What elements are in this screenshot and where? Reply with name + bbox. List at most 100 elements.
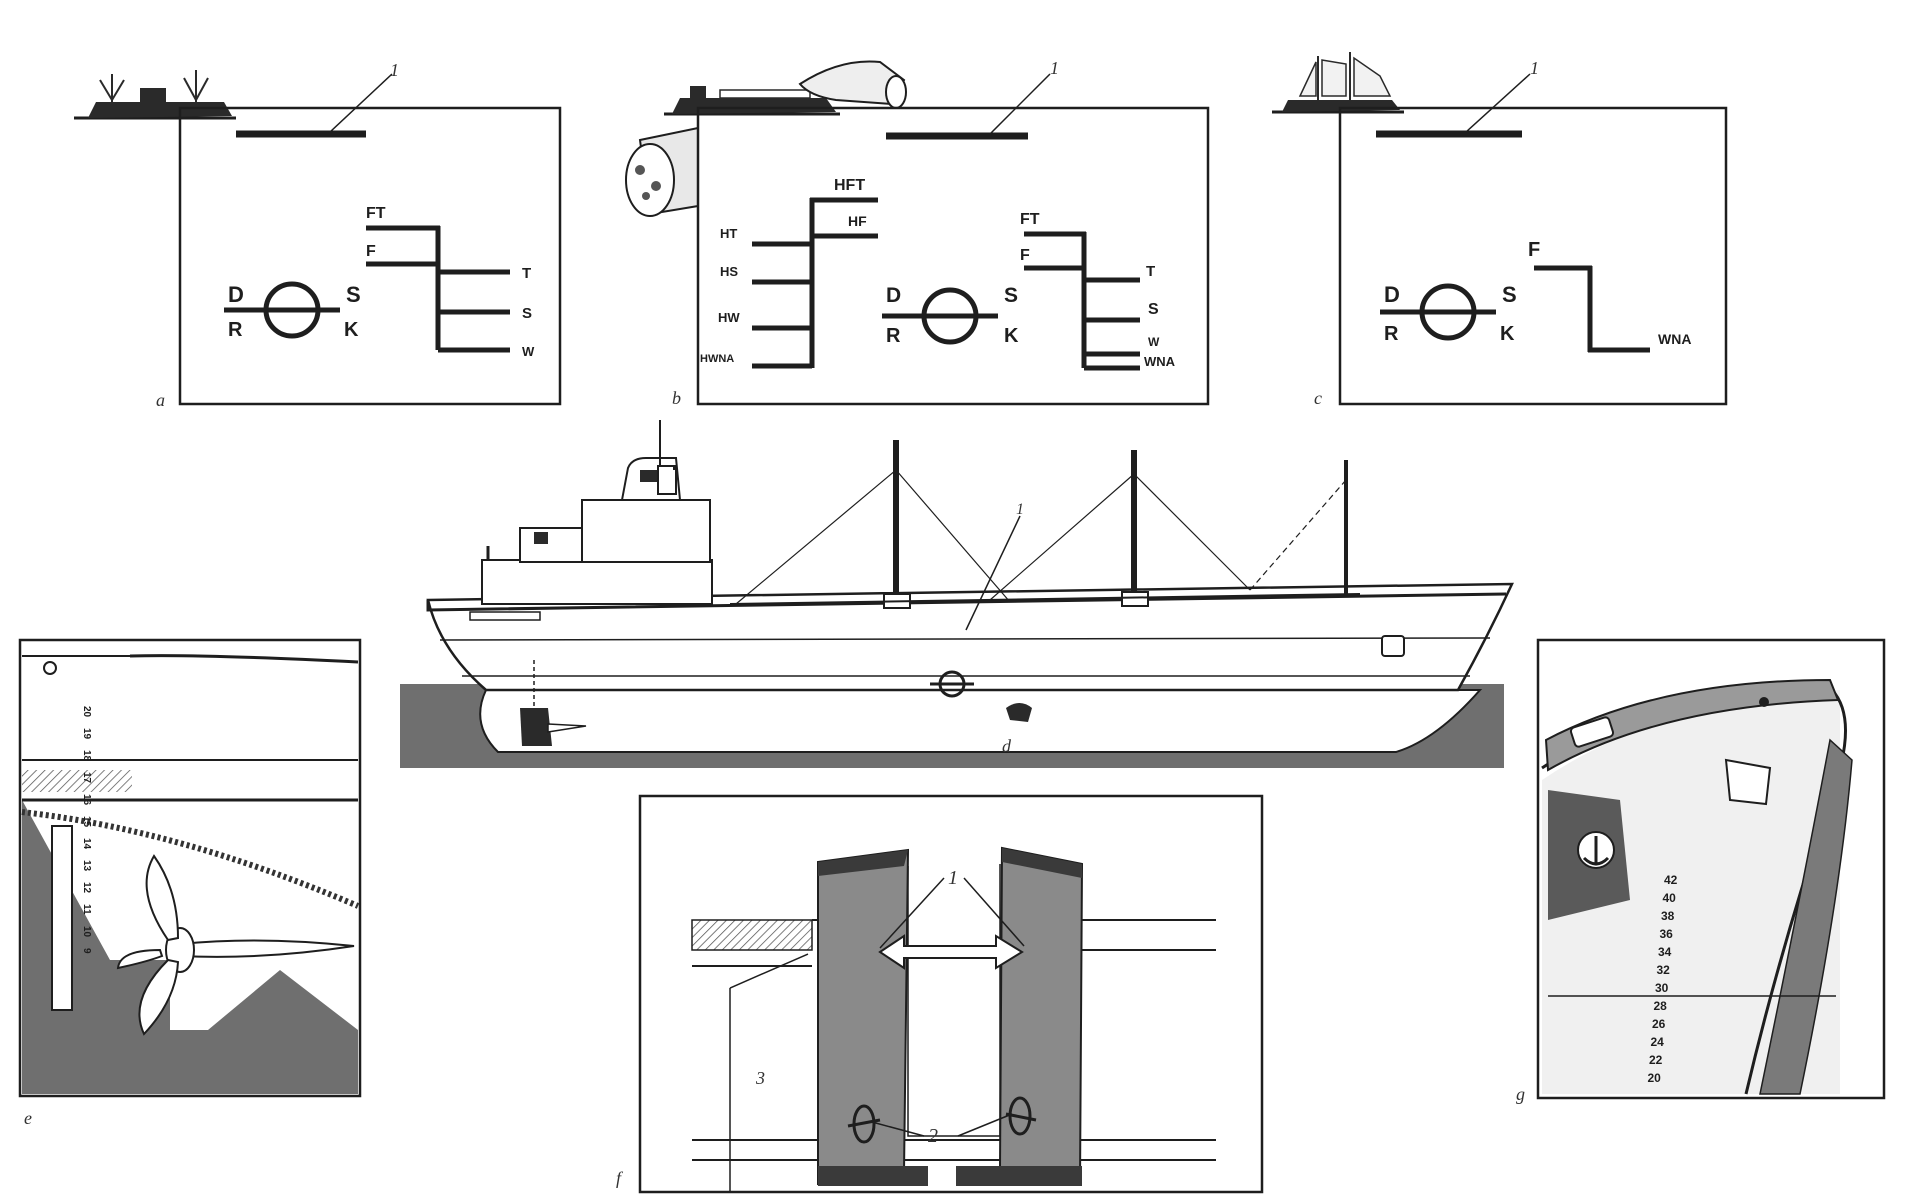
draft-mark: 10 bbox=[81, 926, 92, 938]
plimsoll-label-k: K bbox=[1004, 325, 1019, 347]
draft-mark: 13 bbox=[81, 860, 92, 872]
draft-mark: 28 bbox=[1654, 999, 1668, 1013]
line-label-f: F bbox=[1528, 239, 1540, 261]
draft-mark: 9 bbox=[81, 948, 92, 954]
panel-a-caption: a bbox=[156, 390, 165, 410]
panel-d-caption: d bbox=[1002, 736, 1012, 756]
draft-mark: 34 bbox=[1658, 945, 1672, 959]
draft-mark: 14 bbox=[81, 838, 92, 850]
bulkhead-left bbox=[817, 848, 910, 1186]
hull-plimsoll-mark bbox=[930, 670, 974, 698]
callout-3: 3 bbox=[755, 1068, 765, 1088]
line-label-s: S bbox=[1148, 301, 1159, 318]
draft-mark: 30 bbox=[1655, 981, 1669, 995]
line-label-wna: WNA bbox=[1144, 354, 1176, 369]
callout-1: 1 bbox=[1530, 58, 1539, 78]
panel-c: 1 D R S K F WNA c bbox=[1272, 52, 1728, 408]
hull bbox=[426, 582, 1514, 692]
draft-mark: 36 bbox=[1660, 927, 1674, 941]
line-label-f: F bbox=[1020, 247, 1030, 264]
panel-g: 42 40 38 36 34 32 30 28 26 24 22 20 g bbox=[1516, 638, 1886, 1104]
anchor-shadow bbox=[1006, 703, 1032, 722]
line-label-hf: HF bbox=[848, 213, 867, 229]
line-label-ft: FT bbox=[366, 205, 386, 222]
double-arrow-icon bbox=[878, 934, 1024, 970]
draft-mark: 22 bbox=[1649, 1053, 1663, 1067]
plimsoll-mark: D R S K bbox=[882, 284, 1019, 347]
draft-mark: 17 bbox=[81, 772, 92, 784]
callout-1: 1 bbox=[1050, 58, 1059, 78]
panel-c-caption: c bbox=[1314, 388, 1322, 408]
panel-a-frame bbox=[178, 106, 562, 406]
line-label-ft: FT bbox=[1020, 211, 1040, 228]
draft-mark: 38 bbox=[1661, 909, 1675, 923]
bulkhead-plimsoll-left bbox=[847, 1104, 881, 1144]
line-label-hw: HW bbox=[718, 310, 740, 325]
panel-f: 1 2 3 f bbox=[616, 794, 1264, 1194]
panel-g-frame bbox=[1536, 638, 1886, 1100]
draft-mark: 18 bbox=[81, 750, 92, 762]
inland-load-ladder bbox=[752, 197, 878, 369]
line-label-hft: HFT bbox=[834, 177, 865, 194]
draft-mark: 24 bbox=[1651, 1035, 1665, 1049]
line-label-s: S bbox=[522, 305, 532, 322]
plimsoll-label-d: D bbox=[1384, 282, 1400, 307]
callout-1: 1 bbox=[948, 867, 958, 889]
hawse-pipe-icon bbox=[1381, 635, 1405, 657]
rudder bbox=[520, 708, 552, 746]
callout-1: 1 bbox=[390, 60, 399, 80]
panel-f-frame bbox=[638, 794, 1264, 1194]
anchor-icon bbox=[1577, 831, 1615, 869]
panel-e-caption: e bbox=[24, 1108, 32, 1128]
panel-e-frame bbox=[18, 638, 362, 1098]
panel-b: 1 HFT HF HT HS HW HWNA D R S K bbox=[625, 58, 1210, 408]
plimsoll-label-s: S bbox=[1502, 282, 1517, 307]
panel-b-frame bbox=[696, 106, 1210, 406]
plimsoll-label-s: S bbox=[1004, 284, 1018, 307]
panel-f-caption: f bbox=[616, 1168, 624, 1188]
load-line-ladder bbox=[366, 225, 510, 353]
propeller-icon bbox=[116, 854, 355, 1036]
bulkhead-right bbox=[998, 846, 1084, 1186]
draft-mark: 19 bbox=[81, 728, 92, 740]
plimsoll-label-r: R bbox=[886, 325, 901, 347]
line-label-hs: HS bbox=[720, 264, 738, 279]
plimsoll-label-r: R bbox=[1384, 323, 1399, 345]
callout-2: 2 bbox=[928, 1125, 938, 1147]
hull-underwater bbox=[479, 689, 1483, 753]
draft-mark: 32 bbox=[1657, 963, 1671, 977]
draft-mark: 20 bbox=[81, 706, 92, 718]
draft-mark: 42 bbox=[1664, 873, 1678, 887]
line-label-w: W bbox=[1148, 335, 1160, 349]
draft-mark: 40 bbox=[1663, 891, 1677, 905]
plimsoll-label-d: D bbox=[886, 284, 901, 307]
plimsoll-label-s: S bbox=[346, 282, 361, 307]
draft-mark: 12 bbox=[81, 882, 92, 894]
draft-mark: 16 bbox=[81, 794, 92, 806]
draft-mark: 15 bbox=[81, 816, 92, 828]
line-label-ht: HT bbox=[720, 226, 737, 241]
draft-mark: 26 bbox=[1652, 1017, 1666, 1031]
load-line-ladder bbox=[1534, 265, 1650, 353]
line-label-hwna: HWNA bbox=[700, 353, 734, 365]
plimsoll-label-k: K bbox=[344, 319, 359, 341]
line-label-t: T bbox=[522, 265, 531, 282]
callout-1: 1 bbox=[1016, 501, 1024, 518]
plimsoll-label-d: D bbox=[228, 282, 244, 307]
panel-c-frame bbox=[1338, 106, 1728, 406]
barge-ship-icon bbox=[664, 86, 840, 116]
panel-a: 1 D R S K FT F T S W a bbox=[74, 60, 562, 410]
panel-g-caption: g bbox=[1516, 1084, 1525, 1104]
draft-mark: 20 bbox=[1648, 1071, 1662, 1085]
river-pipe-icon bbox=[625, 60, 907, 217]
plimsoll-label-r: R bbox=[228, 319, 243, 341]
plimsoll-mark: D R S K bbox=[1380, 282, 1517, 345]
plimsoll-mark: D R S K bbox=[224, 281, 361, 341]
cargo-ship-icon bbox=[74, 70, 236, 120]
line-label-t: T bbox=[1146, 263, 1155, 280]
masts bbox=[729, 440, 1361, 609]
panel-d: 1 d bbox=[400, 420, 1514, 768]
